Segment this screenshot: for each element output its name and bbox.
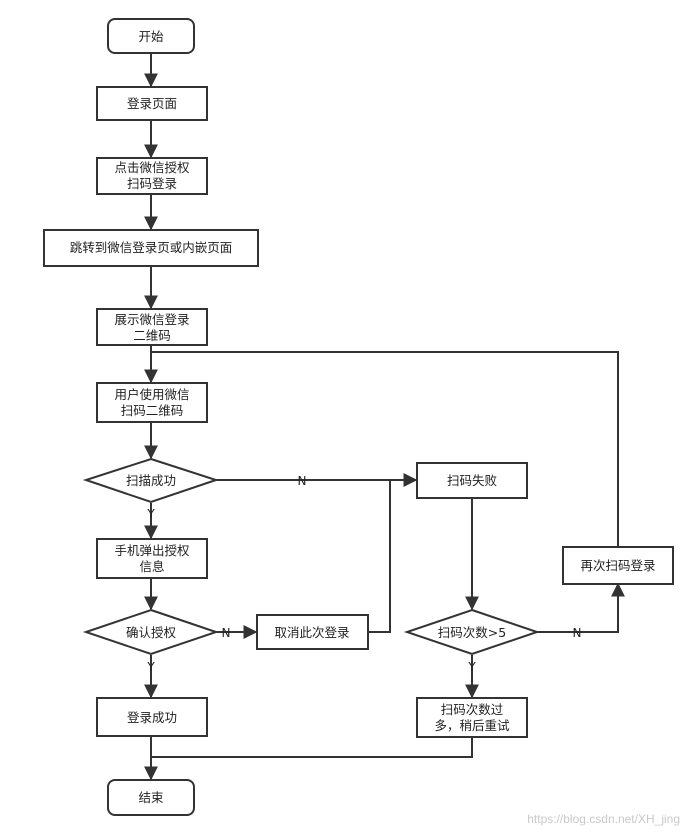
click-wechat-label-line1: 点击微信授权 xyxy=(114,160,190,175)
show-qr-label-line1: 展示微信登录 xyxy=(114,312,189,327)
too-many-label-line2: 多，稍后重试 xyxy=(434,718,510,733)
edge-label-count-no: N xyxy=(573,626,582,640)
phone-auth-label-line2: 信息 xyxy=(139,559,164,574)
jump-label: 跳转到微信登录页或内嵌页面 xyxy=(70,240,233,255)
scan-fail-label: 扫码失败 xyxy=(447,473,498,488)
edge-label-count-yes: Y xyxy=(467,660,476,674)
confirm-label: 确认授权 xyxy=(126,625,177,640)
edge-toomany-end xyxy=(151,737,473,758)
node-count-check xyxy=(403,608,541,656)
node-click-wechat xyxy=(96,157,208,195)
show-qr-label-line2: 二维码 xyxy=(133,328,171,343)
login-ok-label: 登录成功 xyxy=(127,710,177,725)
cancel-label: 取消此次登录 xyxy=(274,625,349,640)
edge-count-rescan xyxy=(537,582,625,633)
node-scan-fail xyxy=(416,462,528,499)
login-page-label: 登录页面 xyxy=(127,96,177,111)
node-cancel xyxy=(256,614,369,650)
phone-auth-label-line1: 手机弹出授权 xyxy=(114,543,190,558)
edge-rescan-show xyxy=(151,351,619,546)
node-end xyxy=(107,779,195,816)
node-login-page xyxy=(96,86,208,121)
too-many-label-line1: 扫码次数过 xyxy=(441,702,504,717)
edge-label-confirm-yes: Y xyxy=(146,660,155,674)
edge-label-scanok-yes: Y xyxy=(146,507,155,521)
node-start xyxy=(107,18,195,54)
edge-label-scanok-no: N xyxy=(298,474,307,488)
count-check-label: 扫码次数>5 xyxy=(438,625,506,640)
node-user-scan xyxy=(96,382,208,423)
click-wechat-label-line2: 扫码登录 xyxy=(127,176,177,191)
node-login-ok xyxy=(96,697,208,737)
node-jump xyxy=(43,229,259,267)
node-confirm xyxy=(82,608,220,656)
rescan-label: 再次扫码登录 xyxy=(580,558,655,573)
node-show-qr xyxy=(96,308,208,346)
start-label: 开始 xyxy=(138,29,164,44)
node-too-many xyxy=(416,697,528,738)
watermark: https://blog.csdn.net/XH_jing xyxy=(527,812,680,826)
edge-cancel-fail xyxy=(368,480,391,633)
end-label: 结束 xyxy=(138,790,164,805)
node-scan-ok xyxy=(82,457,220,504)
scan-ok-label: 扫描成功 xyxy=(126,473,176,488)
edge-label-confirm-no: N xyxy=(222,626,231,640)
user-scan-label-line2: 扫码二维码 xyxy=(121,403,184,418)
node-phone-auth xyxy=(96,538,208,579)
node-rescan xyxy=(562,546,674,585)
user-scan-label-line1: 用户使用微信 xyxy=(114,387,189,402)
